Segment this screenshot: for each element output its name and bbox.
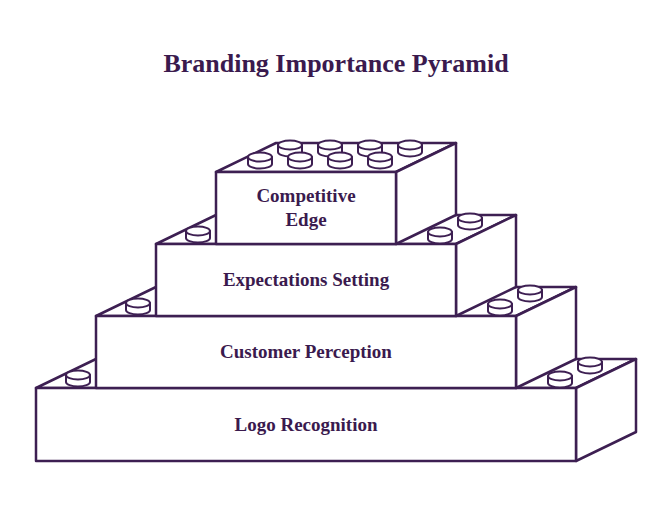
brick-stud-top bbox=[186, 227, 210, 236]
brick-side-face bbox=[576, 359, 636, 461]
brick-outline bbox=[216, 172, 396, 244]
lego-brick: Expectations Setting bbox=[156, 244, 456, 316]
brick-side-face bbox=[516, 287, 576, 388]
brick-stud-top bbox=[458, 214, 482, 223]
brick-stud-top bbox=[318, 141, 342, 150]
brick-stud-top bbox=[358, 141, 382, 150]
brick-label: Competitive Edge bbox=[241, 184, 371, 232]
brick-stud-top bbox=[428, 228, 452, 237]
brick-front-face bbox=[96, 316, 516, 388]
brick-stud-top bbox=[288, 153, 312, 162]
lego-brick: Competitive Edge bbox=[216, 172, 396, 244]
brick-front-face bbox=[36, 388, 576, 461]
brick-stud-top bbox=[518, 286, 542, 295]
brick-stud-top bbox=[398, 141, 422, 150]
brick-label: Logo Recognition bbox=[234, 413, 377, 437]
brick-top-face bbox=[36, 359, 636, 388]
lego-brick: Customer Perception bbox=[96, 316, 516, 388]
brick-stud-top bbox=[328, 153, 352, 162]
diagram-title: Branding Importance Pyramid bbox=[0, 48, 672, 80]
brick-label: Expectations Setting bbox=[223, 268, 389, 292]
brick-stud-top bbox=[578, 358, 602, 367]
brick-stud-top bbox=[368, 153, 392, 162]
brick-side-face bbox=[396, 143, 456, 244]
brick-stud-top bbox=[126, 299, 150, 308]
brick-front-face bbox=[216, 172, 396, 244]
brick-stud-top bbox=[248, 153, 272, 162]
lego-brick: Logo Recognition bbox=[36, 388, 576, 461]
brick-stud-top bbox=[488, 300, 512, 309]
brick-stud-top bbox=[548, 372, 572, 381]
brick-side-face bbox=[456, 215, 516, 316]
brick-front-face bbox=[156, 244, 456, 316]
brick-label: Customer Perception bbox=[220, 340, 392, 364]
brick-stud-top bbox=[278, 141, 302, 150]
brick-top-face bbox=[96, 287, 576, 316]
brick-stud-top bbox=[66, 371, 90, 380]
